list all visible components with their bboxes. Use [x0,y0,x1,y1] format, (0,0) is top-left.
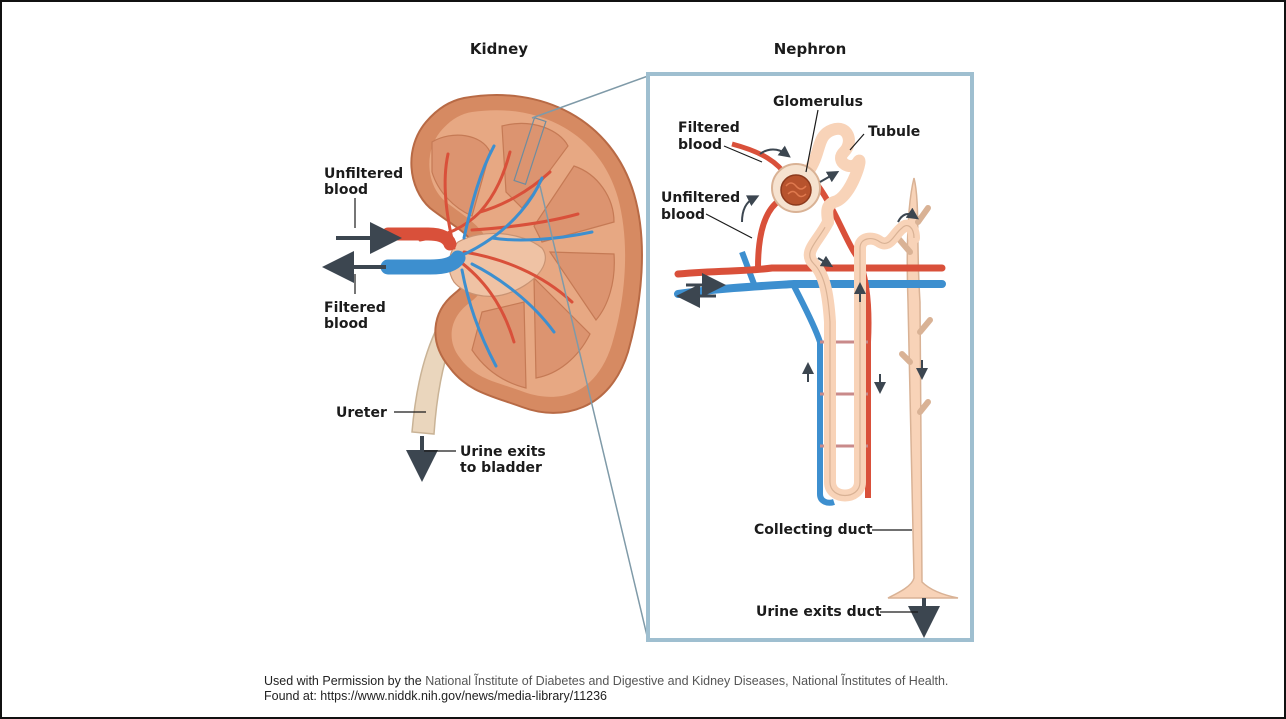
label-urine-line1: Urine exits [460,444,546,460]
label-glomerulus: Glomerulus [773,94,863,110]
label-collecting-duct: Collecting duct [754,522,873,538]
kidney-title: Kidney [470,40,528,58]
label-unfiltered-line2: blood [324,182,368,198]
label-nephron-filtered-line2: blood [678,137,722,153]
label-filtered-line2: blood [324,316,368,332]
label-nephron-filtered-line1: Filtered [678,120,740,136]
zoom-line-top [532,76,648,118]
label-unfiltered-line1: Unfiltered [324,166,403,182]
credit-line-1: Used with Permission by the National Ĩns… [264,674,1224,689]
renal-vein [388,258,458,267]
credit-source-url: Found at: https://www.niddk.nih.gov/news… [264,689,1224,704]
nephron-title: Nephron [774,40,847,58]
label-filtered-line1: Filtered [324,300,386,316]
label-urine-exits-duct: Urine exits duct [756,604,882,620]
label-urine-line2: to bladder [460,460,542,476]
label-nephron-unfiltered-line1: Unfiltered [661,190,740,206]
glomerulus [781,175,811,205]
image-credit: Used with Permission by the National Ĩns… [264,674,1224,704]
credit-prefix: Used with Permission by the [264,674,425,688]
renal-artery [388,234,450,244]
credit-organization: National Ĩnstitute of Diabetes and Diges… [425,674,948,688]
label-tubule: Tubule [868,124,920,140]
label-nephron-unfiltered-line2: blood [661,207,705,223]
kidney-illustration [388,76,648,640]
label-ureter: Ureter [336,405,387,421]
